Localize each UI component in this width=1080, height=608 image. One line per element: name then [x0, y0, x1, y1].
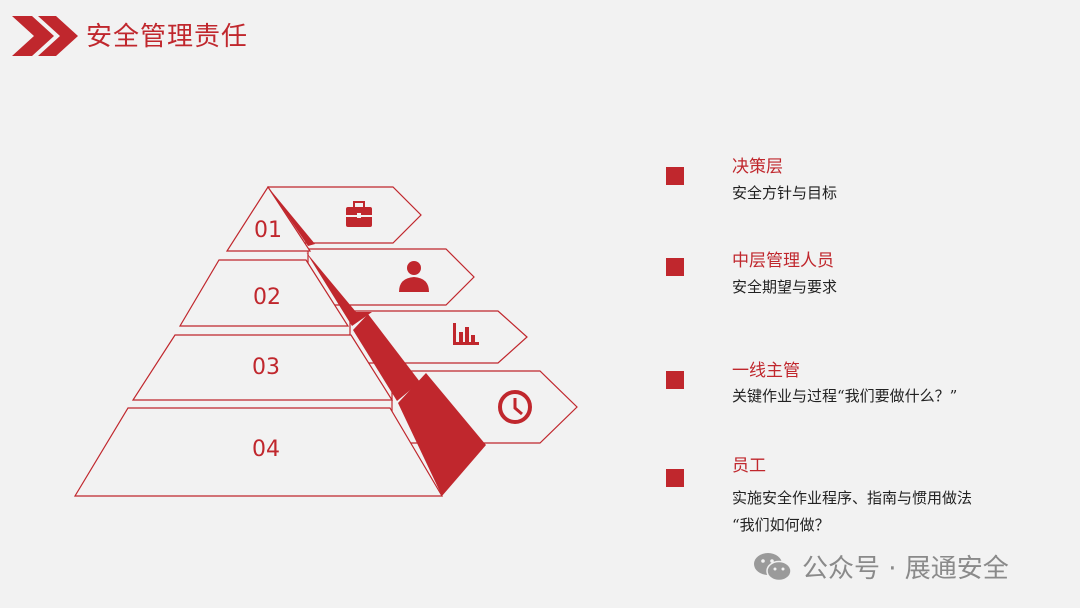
chevron-logo-icon — [12, 16, 78, 56]
user-icon — [399, 261, 429, 292]
pyramid-side-3 — [353, 314, 420, 401]
level-number-3: 03 — [252, 355, 280, 380]
legend-bullet — [666, 167, 684, 185]
pyramid-tier-3 — [131, 334, 394, 401]
clock-icon — [498, 390, 532, 424]
legend-bullet — [666, 371, 684, 389]
pyramid-side-4 — [398, 373, 486, 496]
legend-desc: 安全期望与要求 — [732, 278, 838, 296]
legend-desc: 关键作业与过程“我们要做什么？” — [732, 387, 958, 405]
level-number-2: 02 — [253, 285, 281, 310]
legend-bullet — [666, 258, 684, 276]
page-title: 安全管理责任 — [86, 22, 249, 52]
legend-desc: 安全方针与目标 — [732, 184, 838, 202]
pyramid-side-1 — [268, 187, 315, 246]
legend-title: 员工 — [732, 456, 766, 476]
bar-chart-icon — [453, 323, 479, 345]
legend-title: 中层管理人员 — [732, 251, 834, 271]
legend-desc: “我们如何做？ — [732, 516, 830, 534]
legend-title: 决策层 — [732, 157, 783, 177]
wechat-icon — [754, 552, 792, 581]
legend-title: 一线主管 — [732, 361, 800, 381]
legend-bullet — [666, 469, 684, 487]
level-number-4: 04 — [252, 437, 280, 462]
pyramid-tier-1 — [225, 185, 312, 252]
watermark: 公众号 · 展通安全 — [752, 548, 1009, 585]
level-number-1: 01 — [254, 218, 282, 243]
pyramid-tier-2 — [178, 259, 350, 327]
level-tag-2 — [307, 248, 475, 306]
briefcase-icon — [346, 201, 372, 227]
legend-desc: 实施安全作业程序、指南与惯用做法 — [732, 489, 973, 507]
watermark-text: 公众号 · 展通安全 — [802, 554, 1009, 584]
